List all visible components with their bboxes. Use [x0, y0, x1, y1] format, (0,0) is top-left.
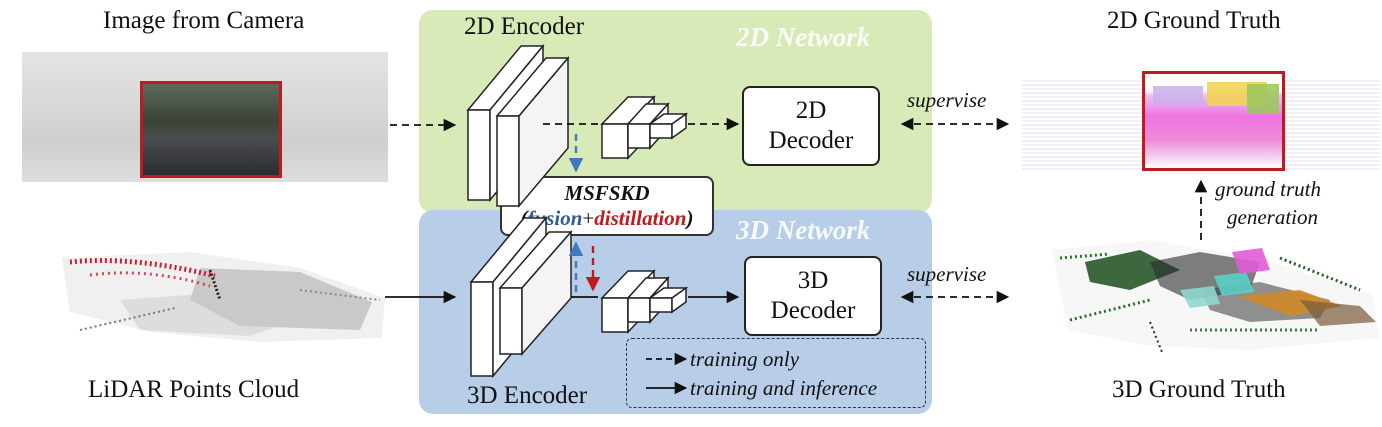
legend-training-only: training only [690, 347, 800, 371]
fusion-distillation-arrows [568, 134, 601, 292]
supervise-bottom-label: supervise [907, 262, 987, 286]
network-3d-title: 3D Network [736, 215, 871, 245]
legend-training-and-inference: training and inference [690, 376, 878, 400]
gt-2d-crop-frame [1142, 71, 1285, 171]
gt-generation-line2: generation [1227, 205, 1318, 229]
msfskd-plus: + [582, 206, 595, 230]
gt-3d-label: 3D Ground Truth [1112, 376, 1286, 403]
gt-2d-label: 2D Ground Truth [1107, 7, 1281, 34]
lidar-points-cloud-label: LiDAR Points Cloud [88, 376, 300, 403]
legend-box [626, 338, 926, 408]
gt-3d-point-cloud [1052, 240, 1380, 353]
encoder-2d-label: 2D Encoder [464, 13, 585, 40]
encoder-2d-blocks [466, 43, 689, 209]
decoder-2d-line2: Decoder [768, 127, 854, 154]
encoder-3d-label: 3D Encoder [467, 382, 588, 409]
gt-generation-line1: ground truth [1215, 177, 1321, 201]
decoder-2d-box: 2D Decoder [742, 86, 880, 166]
msfskd-subtitle: (fusion+distillation) [502, 205, 712, 231]
image-from-camera-label: Image from Camera [103, 7, 305, 34]
msfskd-distillation: distillation [594, 206, 687, 230]
decoder-3d-line1: 3D [797, 267, 829, 294]
decoder-2d-line1: 2D [795, 97, 827, 124]
supervise-top-label: supervise [907, 88, 987, 112]
decoder-3d-line2: Decoder [770, 297, 856, 324]
msfskd-close-paren: ) [686, 206, 694, 230]
gt-2d-lavender-region [1153, 86, 1203, 104]
flow-arrows [385, 117, 1208, 395]
msfskd-title: MSFSKD [564, 181, 650, 205]
network-2d-title: 2D Network [736, 22, 871, 52]
decoder-3d-box: 3D Decoder [744, 256, 882, 336]
lidar-point-cloud [62, 252, 385, 342]
camera-crop-frame [140, 81, 282, 178]
encoder-3d-blocks [469, 215, 689, 379]
gt-2d-green-region [1247, 84, 1279, 114]
